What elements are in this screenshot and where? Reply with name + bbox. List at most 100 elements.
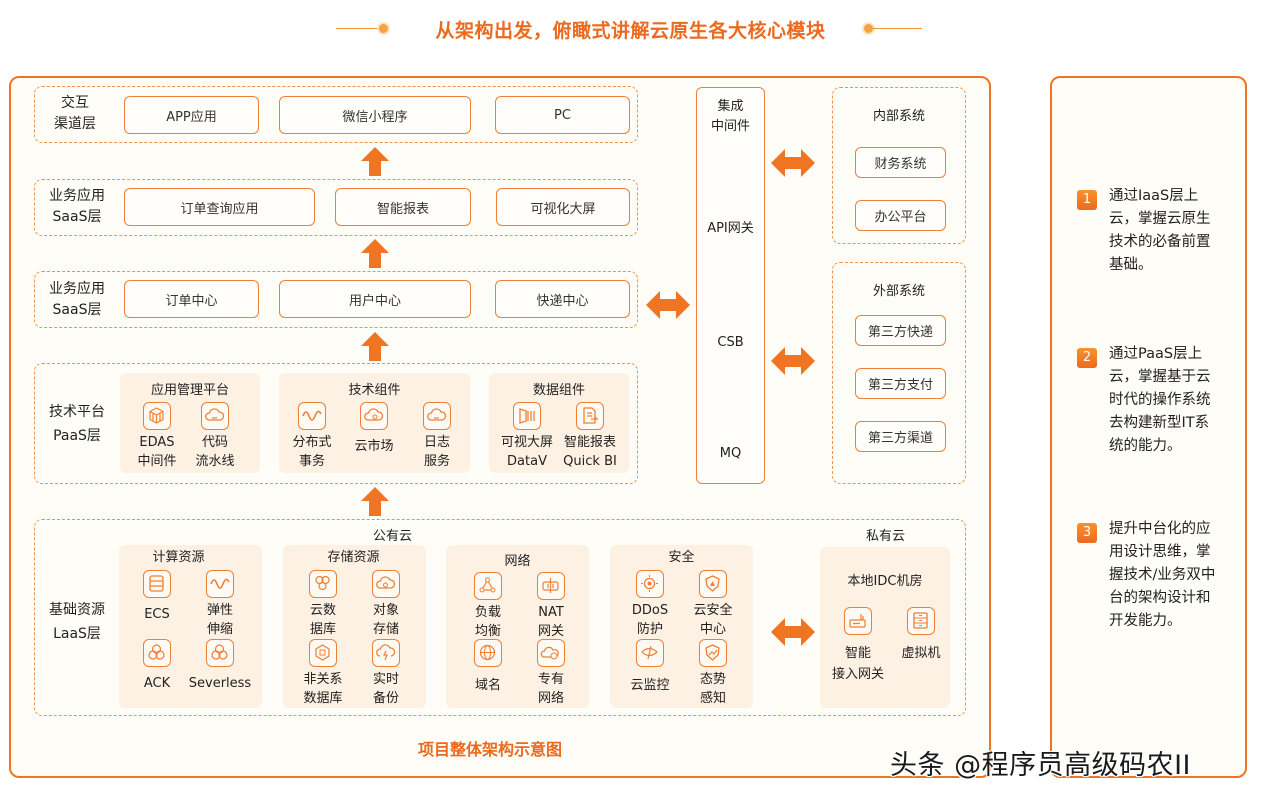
- item-line: ECS: [144, 607, 170, 622]
- paas-item-cloud-market[interactable]: 云市场: [339, 402, 409, 456]
- cloud-log-icon: [423, 402, 451, 430]
- group-title: 网络: [504, 554, 531, 569]
- paas-item-datav[interactable]: 可视大屏 DataV: [492, 402, 562, 471]
- watermark: 头条 @程序员高级码农II: [890, 750, 1192, 781]
- router-icon: [844, 607, 872, 635]
- item-line: 域名: [474, 678, 501, 693]
- iaas-item-nosql[interactable]: 非关系 数据库: [288, 639, 358, 708]
- iaas-item-backup[interactable]: 实时 备份: [351, 639, 421, 708]
- saas-visual-screen[interactable]: 可视化大屏: [496, 188, 630, 226]
- center-user[interactable]: 用户中心: [279, 280, 471, 318]
- cluster-icon: [143, 639, 171, 667]
- label-line: 交互: [61, 95, 89, 111]
- iaas-group-security: 安全 DDoS 防护 云安全 中心 云监控 态势 感知: [610, 545, 753, 708]
- item-line: 云安全: [693, 603, 733, 618]
- header-line-right: [872, 28, 922, 29]
- iaas-item-nat[interactable]: NAT 网关: [516, 572, 586, 641]
- paas-item-edas[interactable]: EDAS 中间件: [122, 402, 192, 471]
- page-title: 从架构出发，俯瞰式讲解云原生各大核心模块: [435, 20, 826, 42]
- middleware-title: 集成 中间件: [697, 97, 764, 137]
- item-line: 弹性: [206, 603, 233, 618]
- item-line: DDoS: [631, 603, 669, 618]
- middleware-mq[interactable]: MQ: [719, 446, 742, 461]
- iaas-item-ack[interactable]: ACK: [122, 639, 192, 693]
- item-line: 专有: [537, 672, 564, 687]
- paas-item-pipeline[interactable]: 代码 流水线: [180, 402, 250, 471]
- paas-item-distributed-tx[interactable]: 分布式 事务: [277, 402, 347, 471]
- iaas-item-situation-awareness[interactable]: 态势 感知: [678, 639, 748, 708]
- item-line: 非关系: [303, 672, 343, 687]
- label-line: PaaS层: [53, 428, 101, 444]
- external-express[interactable]: 第三方快递: [855, 315, 946, 346]
- label-line: 技术平台: [49, 404, 105, 420]
- server-icon: [143, 570, 171, 598]
- item-line: 实时: [372, 672, 399, 687]
- iaas-item-ddos[interactable]: DDoS 防护: [615, 570, 685, 639]
- iaas-item-cloud-db[interactable]: 云数 据库: [288, 570, 358, 639]
- internal-systems: 内部系统 财务系统 办公平台: [832, 87, 966, 244]
- iaas-group-idc: 本地IDC机房 智能 接入网关 虚拟机: [820, 547, 950, 708]
- item-line: ACK: [143, 676, 171, 691]
- group-title: 数据组件: [532, 383, 585, 398]
- integration-middleware: 集成 中间件 API网关 CSB MQ: [696, 87, 765, 484]
- item-line: 对象: [372, 603, 399, 618]
- saas-center-layer-label: 业务应用 SaaS层: [40, 279, 114, 321]
- wave-icon: [298, 402, 326, 430]
- iaas-item-autoscaling[interactable]: 弹性 伸缩: [185, 570, 255, 639]
- center-express[interactable]: 快递中心: [495, 280, 630, 318]
- label-line: 业务应用: [49, 281, 105, 297]
- item-line: 代码: [201, 435, 228, 450]
- label-line: SaaS层: [52, 209, 102, 225]
- diagram-caption: 项目整体架构示意图: [418, 740, 563, 759]
- paas-item-quick-bi[interactable]: 智能报表 Quick BI: [555, 402, 625, 471]
- middleware-api-gateway[interactable]: API网关: [707, 221, 754, 236]
- internal-finance[interactable]: 财务系统: [855, 147, 946, 178]
- iaas-item-domain[interactable]: 域名: [453, 639, 523, 695]
- channel-layer-label: 交互 渠道层: [40, 93, 110, 135]
- group-title: 应用管理平台: [150, 383, 229, 398]
- iaas-group-network: 网络 负载 均衡 NAT 网关 域名 专有 网络: [446, 545, 589, 708]
- item-line: 网络: [537, 691, 564, 706]
- channel-wechat[interactable]: 微信小程序: [279, 96, 471, 134]
- iaas-item-ecs[interactable]: ECS: [122, 570, 192, 624]
- middleware-csb[interactable]: CSB: [717, 335, 744, 350]
- iaas-item-object-storage[interactable]: 对象 存储: [351, 570, 421, 639]
- internal-office[interactable]: 办公平台: [855, 200, 946, 231]
- bidirectional-arrow-icon: [646, 291, 690, 319]
- iaas-item-vpc[interactable]: 专有 网络: [516, 639, 586, 708]
- saas-smart-report[interactable]: 智能报表: [335, 188, 471, 226]
- internal-systems-title: 内部系统: [872, 109, 925, 124]
- paas-item-log-service[interactable]: 日志 服务: [402, 402, 472, 471]
- note-text: 通过PaaS层上云，掌握基于云时代的操作系统去构建新型IT系统的能力。: [1109, 346, 1211, 454]
- center-order[interactable]: 订单中心: [124, 280, 259, 318]
- saas-order-query[interactable]: 订单查询应用: [124, 188, 315, 226]
- nosql-icon: [309, 639, 337, 667]
- item-line: 智能报表: [563, 435, 616, 450]
- external-payment[interactable]: 第三方支付: [855, 368, 946, 399]
- idc-item-gateway[interactable]: 智能 接入网关: [823, 607, 893, 685]
- iaas-item-cloud-monitor[interactable]: 云监控: [615, 639, 685, 695]
- saas-center-layer: [34, 271, 638, 328]
- iaas-group-storage: 存储资源 云数 据库 对象 存储 非关系 数据库 实时 备份: [283, 545, 426, 708]
- external-channel[interactable]: 第三方渠道: [855, 421, 946, 452]
- iaas-item-security-center[interactable]: 云安全 中心: [678, 570, 748, 639]
- item-line: 分布式: [292, 435, 332, 450]
- item-line: 负载: [474, 605, 501, 620]
- iaas-item-load-balancer[interactable]: 负载 均衡: [453, 572, 523, 641]
- item-line: NAT: [538, 605, 564, 620]
- header-dot-right: [864, 24, 873, 33]
- item-line: 云监控: [630, 678, 670, 693]
- channel-pc[interactable]: PC: [495, 96, 630, 134]
- channel-app[interactable]: APP应用: [124, 96, 259, 134]
- load-balance-icon: [474, 572, 502, 600]
- label-line: 渠道层: [54, 116, 96, 132]
- iaas-item-serverless[interactable]: Severless: [185, 639, 255, 693]
- cloud-storage-icon: [372, 570, 400, 598]
- idc-item-vm[interactable]: 虚拟机: [886, 607, 956, 664]
- report-icon: [576, 402, 604, 430]
- group-title: 计算资源: [152, 550, 205, 565]
- note-number-badge: 2: [1077, 348, 1097, 368]
- paas-group-app-management: 应用管理平台 EDAS 中间件 代码 流水线: [120, 373, 260, 473]
- title-line: 中间件: [710, 119, 750, 134]
- vpc-icon: [537, 639, 565, 667]
